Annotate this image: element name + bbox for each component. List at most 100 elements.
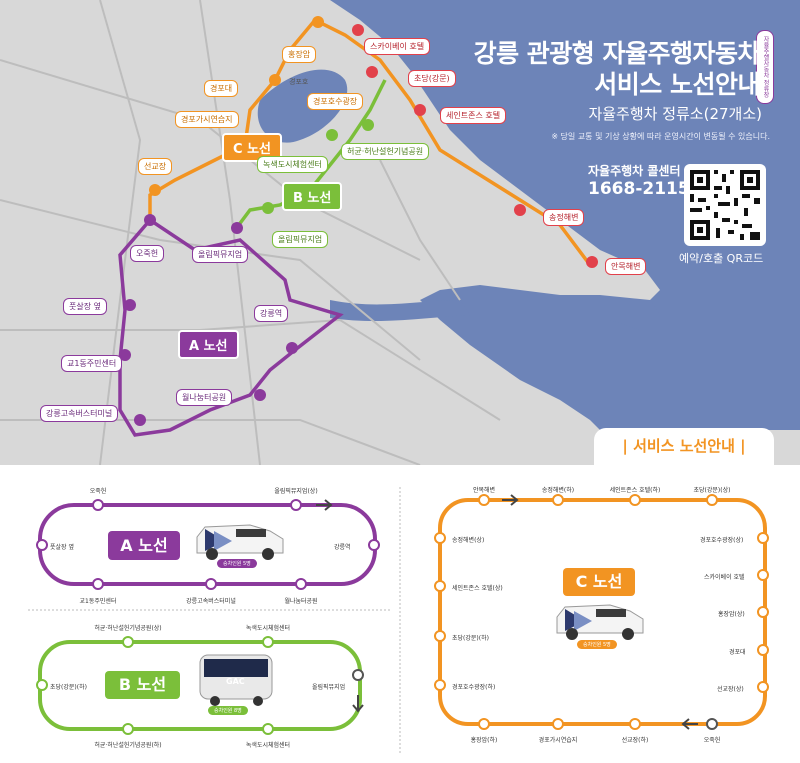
- a-stop-station[interactable]: [368, 539, 380, 551]
- b-capacity: 승차인원 8명: [208, 706, 248, 715]
- map-label-gyo1dong: 교1동주민센터: [61, 355, 123, 372]
- c-label-left-1: 세인트존스 호텔(상): [452, 585, 503, 592]
- service-tab[interactable]: | 서비스 노선안내 |: [594, 428, 774, 465]
- map-badge-a[interactable]: A 노선: [178, 330, 239, 359]
- c-label-right-1: 스카이베이 호텔: [704, 574, 745, 581]
- map-label-ojukheon: 오죽헌: [130, 245, 165, 262]
- diagram-badge-c[interactable]: C 노선: [563, 568, 635, 596]
- map-label-lakeplaza: 경포호수광장: [307, 93, 364, 110]
- bus-c-icon: [556, 604, 644, 640]
- pin-chodang[interactable]: [366, 66, 378, 78]
- title-line-1: 강릉 관광형 자율주행자동차: [473, 39, 761, 68]
- pin-seongyojang[interactable]: [149, 184, 161, 196]
- pin-terminal[interactable]: [134, 414, 146, 426]
- c-label-bottom-2: 선교장(하): [621, 737, 649, 744]
- a-label-top-0: 오죽헌: [89, 488, 107, 495]
- map-label-station: 강릉역: [254, 305, 289, 322]
- lake: [257, 69, 348, 143]
- map-badge-c[interactable]: C 노선: [222, 133, 282, 162]
- pin-wolnanum[interactable]: [254, 389, 266, 401]
- route-map: 자율주행자동차 정류장 강릉 관광형 자율주행자동차 서비스 노선안내 자율주행…: [0, 0, 800, 466]
- map-label-saint-johns: 세인트존스 호텔: [440, 107, 507, 124]
- diagram-canvas: [28, 487, 769, 755]
- pin-anmok[interactable]: [586, 256, 598, 268]
- c-label-right-0: 경포호수광장(상): [700, 537, 744, 544]
- call-center-label: 자율주행차 콜센터: [588, 164, 681, 178]
- bus-a-icon: [196, 524, 284, 560]
- c-label-left-0: 송정해변(상): [452, 537, 485, 544]
- a-label-bottom-2: 월나눔터공원: [284, 598, 318, 605]
- route-a-line: [118, 218, 344, 437]
- pin-heogyun-2[interactable]: [362, 119, 374, 131]
- b-label-bottom-0: 허균·허난설헌기념공원(하): [94, 742, 162, 749]
- b-label-left: 초당(강문)(하): [50, 684, 87, 691]
- pin-gangneung-station[interactable]: [286, 342, 298, 354]
- c-label-right-3: 경포대: [729, 649, 746, 656]
- a-direction-arrow: [316, 499, 333, 511]
- a-label-bottom-1: 강릉고속버스터미널: [186, 598, 236, 605]
- pin-heogyun[interactable]: [326, 129, 338, 141]
- pin-ojukheon[interactable]: [144, 214, 156, 226]
- pin-gyo1dong[interactable]: [119, 349, 131, 361]
- map-label-olympic-a: 올림픽뮤지엄: [192, 246, 249, 263]
- map-label-olympic-b: 올림픽뮤지엄: [272, 231, 329, 248]
- map-label-hongjangam: 홍장암: [282, 46, 317, 63]
- a-label-top-1: 올림픽뮤지엄(상): [274, 488, 318, 495]
- map-label-gasiyeon: 경포가시연습지: [175, 111, 239, 128]
- map-label-terminal: 강릉고속버스터미널: [40, 405, 119, 422]
- pin-green-center[interactable]: [262, 202, 274, 214]
- c-label-top-1: 송정해변(하): [541, 487, 575, 494]
- c-label-bottom-3: 오죽헌: [703, 737, 721, 744]
- c-stop-ojukheon[interactable]: [706, 718, 718, 730]
- stop-count: 자율주행차 정류소(27개소): [588, 105, 762, 123]
- a-stop-terminal[interactable]: [205, 578, 217, 590]
- b-stop-green-down[interactable]: [262, 723, 274, 735]
- c-label-top-0: 안목해변: [472, 487, 496, 494]
- side-tag: 자율주행자동차 정류장: [756, 30, 774, 104]
- river: [330, 300, 470, 322]
- pin-futsal[interactable]: [124, 299, 136, 311]
- a-stop-wolnanum[interactable]: [295, 578, 307, 590]
- diagram-badge-b[interactable]: B 노선: [105, 671, 180, 699]
- a-stop-futsal[interactable]: [36, 539, 48, 551]
- title-line-2: 서비스 노선안내: [594, 70, 760, 99]
- notice: ※ 당일 교통 및 기상 상황에 따라 운영시간이 변동될 수 있습니다.: [551, 132, 770, 141]
- pin-olympic[interactable]: [231, 222, 243, 234]
- b-label-bottom-1: 녹색도시체험센터: [245, 742, 291, 749]
- diagram-badge-a[interactable]: A 노선: [108, 531, 180, 560]
- b-label-right: 올림픽뮤지엄: [312, 684, 346, 691]
- b-stop-heogyun-up[interactable]: [122, 636, 134, 648]
- qr-pattern: [690, 170, 760, 240]
- a-stop-ojukheon[interactable]: [92, 499, 104, 511]
- a-label-left: 풋살장 옆: [50, 544, 74, 551]
- pin-songjeong[interactable]: [514, 204, 526, 216]
- c-label-bottom-0: 홍장암(하): [470, 737, 498, 744]
- a-label-bottom-0: 교1동주민센터: [79, 598, 117, 605]
- b-stop-green-up[interactable]: [262, 636, 274, 648]
- b-label-top-0: 허균·허난설헌기념공원(상): [94, 625, 162, 632]
- c-label-top-2: 세인트존스 호텔(하): [609, 487, 661, 494]
- pin-gyeongpodae[interactable]: [269, 74, 281, 86]
- c-capacity: 승차인원 5명: [577, 640, 617, 649]
- map-label-heogyun: 허균·허난설헌기념공원: [341, 143, 430, 160]
- call-center-number[interactable]: 1668-2115: [588, 179, 690, 199]
- pin-saint-johns[interactable]: [414, 104, 426, 116]
- b-stop-heogyun-down[interactable]: [122, 723, 134, 735]
- a-label-right: 강릉역: [334, 544, 351, 551]
- b-stop-olympic[interactable]: [352, 669, 364, 681]
- map-label-skybay: 스카이베이 호텔: [364, 38, 431, 55]
- harbor: [600, 300, 660, 330]
- bus-b-logo: GAC: [226, 677, 245, 686]
- map-label-songjeong: 송정해변: [543, 209, 585, 226]
- a-capacity: 승차인원 5명: [217, 559, 257, 568]
- b-stop-chodang[interactable]: [36, 679, 48, 691]
- pin-skybay[interactable]: [352, 24, 364, 36]
- a-stop-gyo1dong[interactable]: [92, 578, 104, 590]
- route-b-line: [233, 79, 387, 232]
- qr-code[interactable]: [684, 164, 766, 246]
- a-stop-olympic[interactable]: [290, 499, 302, 511]
- pin-hongjangam[interactable]: [312, 16, 324, 28]
- c-label-left-2: 초당(강문)(하): [452, 635, 489, 642]
- map-label-green-center: 녹색도시체험센터: [257, 156, 328, 173]
- map-badge-b[interactable]: B 노선: [282, 182, 343, 211]
